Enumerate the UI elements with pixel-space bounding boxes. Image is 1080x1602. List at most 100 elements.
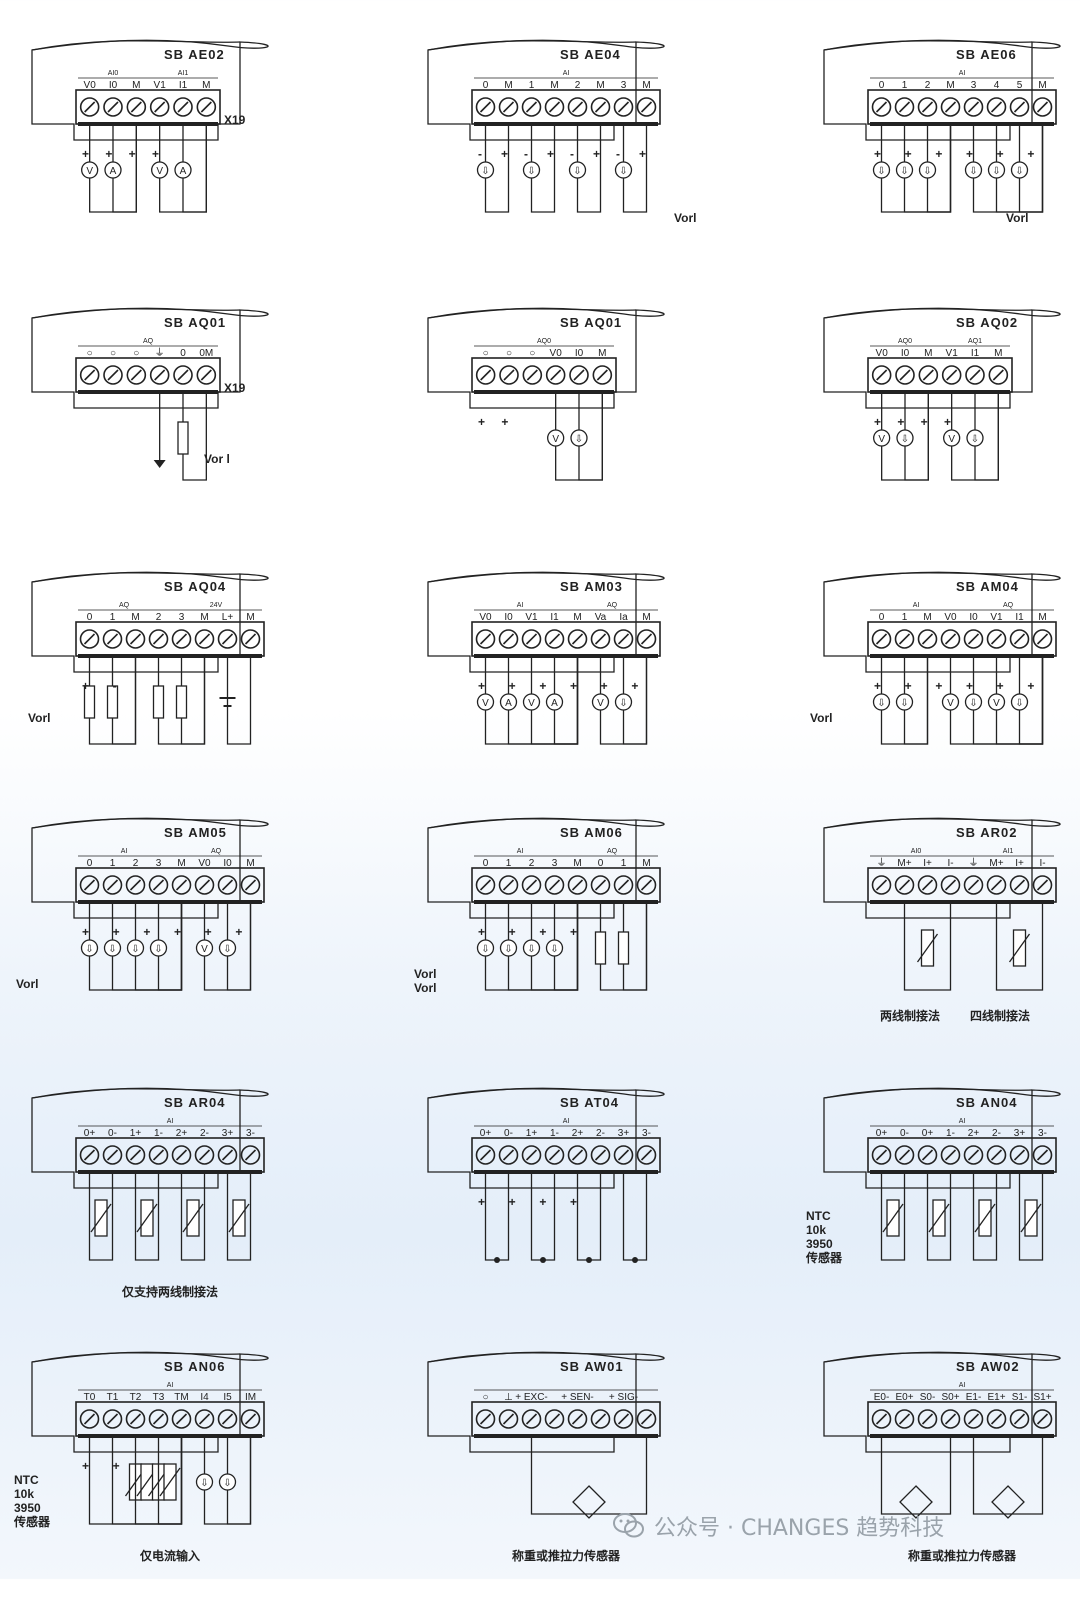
terminal-label: I0 xyxy=(108,80,118,91)
terminal-screw xyxy=(940,1145,961,1165)
terminal-screw xyxy=(498,1145,519,1165)
meter-letter: V xyxy=(948,434,955,445)
polarity-sign: + xyxy=(966,679,974,693)
meter-letter: V xyxy=(201,944,208,955)
terminal-label: E1- xyxy=(965,1392,982,1403)
terminal-screw xyxy=(521,97,542,117)
terminal-label: I- xyxy=(947,858,954,869)
terminal-label: ○ xyxy=(109,348,117,359)
terminal-label: 3 xyxy=(178,612,185,623)
terminal-label: 3- xyxy=(246,1128,255,1139)
polarity-sign: + xyxy=(935,147,943,161)
polarity-sign: + xyxy=(539,925,547,939)
watermark-text: 公众号 · CHANGES 趋势科技 xyxy=(654,1516,945,1541)
terminal-screw xyxy=(1009,1409,1030,1429)
polarity-sign: + xyxy=(112,1459,120,1473)
terminal-screw xyxy=(1009,875,1030,895)
terminal-screw xyxy=(102,875,123,895)
model-label: SB AT04 xyxy=(560,1095,620,1110)
terminal-label: ⏚ xyxy=(154,348,165,359)
terminal-label: L+ xyxy=(221,612,234,623)
meter-symbol xyxy=(964,161,983,179)
model-label: SB AE02 xyxy=(164,47,225,62)
meter-symbol xyxy=(218,1473,237,1491)
group-label: AQ xyxy=(606,848,618,855)
terminal-label: E0- xyxy=(873,1392,890,1403)
load-cell-bridge xyxy=(899,1485,933,1519)
terminal-screw xyxy=(148,875,169,895)
group-label: AQ xyxy=(142,338,154,345)
terminal-label: 2+ xyxy=(967,1128,980,1139)
terminal-label: S1+ xyxy=(1033,1392,1052,1403)
terminal-label: 0 xyxy=(878,80,885,91)
terminal-screw xyxy=(940,97,961,117)
terminal-screw xyxy=(636,1145,657,1165)
terminal-block-base xyxy=(78,900,262,904)
group-label: AQ0 xyxy=(536,338,552,345)
terminal-screw xyxy=(217,875,238,895)
terminal-label: 0+ xyxy=(875,1128,888,1139)
load-cell-bridge xyxy=(991,1485,1025,1519)
meter-symbol xyxy=(1010,161,1029,179)
terminal-screw xyxy=(498,97,519,117)
terminal-label: M xyxy=(573,612,582,623)
terminal-screw xyxy=(498,875,519,895)
terminal-label: M+ xyxy=(989,858,1004,869)
meter-symbol xyxy=(987,161,1006,179)
terminal-label: M xyxy=(1038,612,1047,623)
terminal-screw xyxy=(917,1409,938,1429)
terminal-label: I0 xyxy=(223,858,232,869)
terminal-screw xyxy=(240,629,261,649)
polarity-sign: - xyxy=(478,147,482,161)
meter-letter: ⇩ xyxy=(877,166,885,177)
terminal-screw xyxy=(986,1145,1007,1165)
terminal-block-base xyxy=(474,122,658,126)
meter-symbol xyxy=(873,429,891,447)
polarity-sign: + xyxy=(174,925,182,939)
model-label: SB AM06 xyxy=(560,825,623,840)
terminal-screw xyxy=(636,629,657,649)
terminal-label: M xyxy=(504,80,513,91)
model-label: SB AQ04 xyxy=(164,579,227,594)
terminal-screw xyxy=(217,1409,238,1429)
terminal-screw xyxy=(498,629,519,649)
model-label: SB AE06 xyxy=(956,47,1017,62)
annotation-text: 10k xyxy=(14,1487,35,1501)
polarity-sign: + xyxy=(920,415,928,429)
thermocouple-junction xyxy=(494,1257,500,1263)
terminal-screw xyxy=(988,365,1009,385)
terminal-screw xyxy=(894,1409,915,1429)
terminal-label: 3+ xyxy=(221,1128,234,1139)
polarity-sign: + xyxy=(539,679,547,693)
terminal-label: Va xyxy=(594,612,607,623)
terminal-block xyxy=(867,357,1013,393)
meter-letter: ⇩ xyxy=(527,166,535,177)
terminal-label: V0 xyxy=(198,858,211,869)
terminal-screw xyxy=(79,1145,100,1165)
meter-letter: ⇩ xyxy=(901,434,909,445)
meter-symbol xyxy=(966,429,984,447)
terminal-label: 2 xyxy=(924,80,931,91)
polarity-sign: + xyxy=(631,679,639,693)
annotation-text: Vorl xyxy=(16,977,39,991)
terminal-label: M xyxy=(131,612,140,623)
terminal-label: 3- xyxy=(1038,1128,1047,1139)
group-label: AI xyxy=(166,1382,174,1389)
group-label: AI xyxy=(120,848,128,855)
terminal-label: + SEN- xyxy=(561,1392,594,1403)
terminal-screw xyxy=(194,629,215,649)
terminal-label: M xyxy=(550,80,559,91)
terminal-label: 2+ xyxy=(571,1128,584,1139)
meter-letter: ⇩ xyxy=(619,698,627,709)
meter-symbol xyxy=(1010,693,1029,711)
terminal-label: V0 xyxy=(479,612,492,623)
terminal-label: 1 xyxy=(109,612,116,623)
meter-symbol xyxy=(499,693,518,711)
meter-symbol xyxy=(81,161,99,179)
terminal-label: ○ xyxy=(133,348,140,359)
model-label: SB AM03 xyxy=(560,579,623,594)
meter-letter: V xyxy=(552,434,559,445)
terminal-block-base xyxy=(870,1170,1054,1174)
